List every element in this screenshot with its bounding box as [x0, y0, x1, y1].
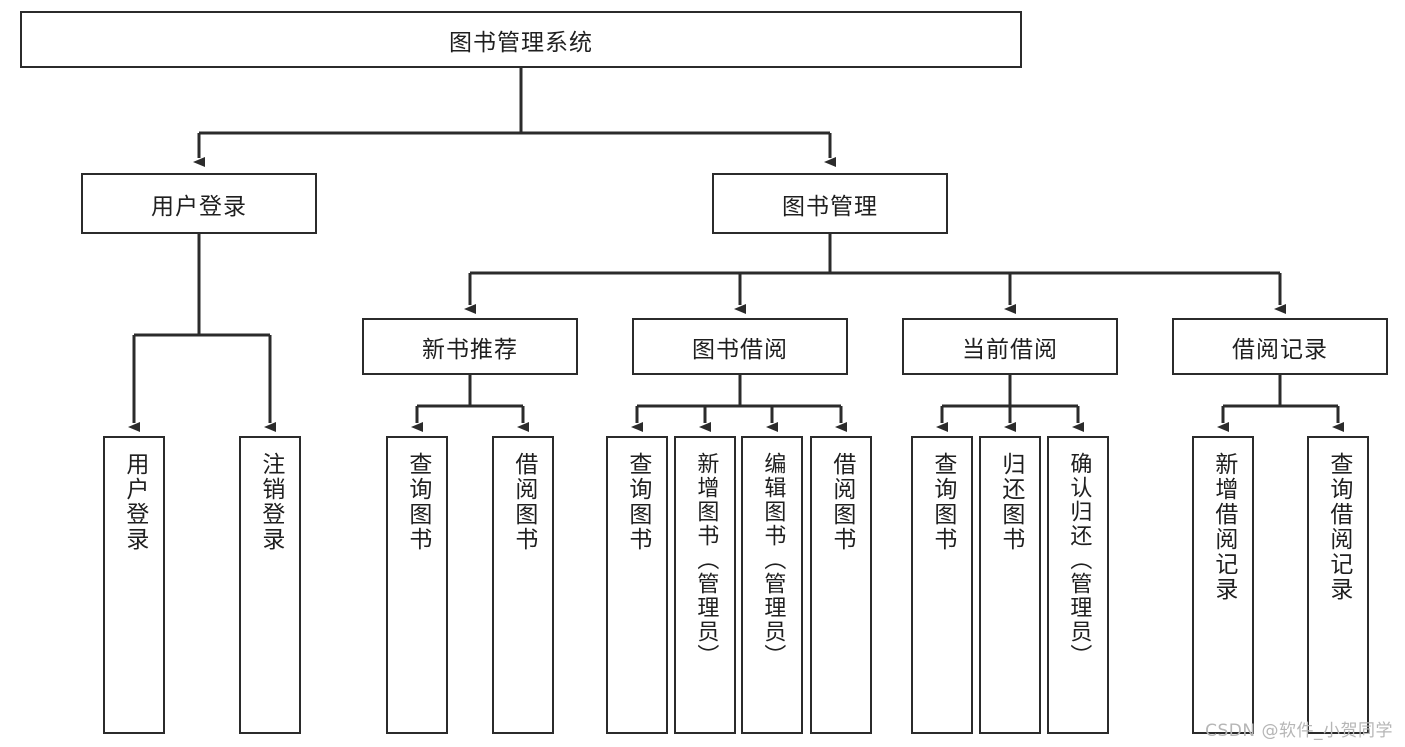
leaf-label: 用户登录 — [121, 452, 148, 552]
leaf-label: 查询图书 — [404, 452, 431, 552]
node-book-management[interactable]: 图书管理 — [712, 173, 948, 234]
leaf-record-add-record[interactable]: 新增借阅记录 — [1192, 436, 1254, 734]
node-new-book-recommend-label: 新书推荐 — [422, 336, 518, 363]
leaf-label: 注销登录 — [257, 452, 284, 552]
leaf-user-login-login[interactable]: 用户登录 — [103, 436, 165, 734]
leaf-label: 归还图书 — [997, 452, 1024, 552]
node-new-book-recommend[interactable]: 新书推荐 — [362, 318, 578, 375]
leaf-label: 借阅图书 — [510, 452, 537, 552]
watermark: CSDN @软件_小贺同学 — [1205, 721, 1393, 741]
leaf-current-confirm-return-admin[interactable]: 确认归还（管理员） — [1047, 436, 1109, 734]
leaf-current-return-book[interactable]: 归还图书 — [979, 436, 1041, 734]
node-borrow-record-label: 借阅记录 — [1232, 336, 1328, 363]
node-root-label: 图书管理系统 — [449, 29, 593, 56]
leaf-borrow-edit-book-admin[interactable]: 编辑图书（管理员） — [741, 436, 803, 734]
leaf-label: 查询图书 — [624, 452, 651, 552]
node-user-login[interactable]: 用户登录 — [81, 173, 317, 234]
leaf-recommend-query-book[interactable]: 查询图书 — [386, 436, 448, 734]
node-root[interactable]: 图书管理系统 — [20, 11, 1022, 68]
node-book-management-label: 图书管理 — [782, 193, 878, 220]
leaf-label: 查询图书 — [929, 452, 956, 552]
leaf-label: 新增图书（管理员） — [693, 452, 719, 668]
leaf-recommend-borrow-book[interactable]: 借阅图书 — [492, 436, 554, 734]
leaf-label: 查询借阅记录 — [1325, 452, 1352, 602]
leaf-borrow-borrow-book[interactable]: 借阅图书 — [810, 436, 872, 734]
leaf-label: 新增借阅记录 — [1210, 452, 1237, 602]
node-user-login-label: 用户登录 — [151, 193, 247, 220]
leaf-record-query-record[interactable]: 查询借阅记录 — [1307, 436, 1369, 734]
node-current-borrow-label: 当前借阅 — [962, 336, 1058, 363]
leaf-current-query-book[interactable]: 查询图书 — [911, 436, 973, 734]
leaf-label: 确认归还（管理员） — [1066, 452, 1092, 668]
node-book-borrow-label: 图书借阅 — [692, 336, 788, 363]
leaf-label: 借阅图书 — [828, 452, 855, 552]
leaf-borrow-add-book-admin[interactable]: 新增图书（管理员） — [674, 436, 736, 734]
leaf-label: 编辑图书（管理员） — [760, 452, 786, 668]
leaf-user-login-logout[interactable]: 注销登录 — [239, 436, 301, 734]
node-current-borrow[interactable]: 当前借阅 — [902, 318, 1118, 375]
node-book-borrow[interactable]: 图书借阅 — [632, 318, 848, 375]
node-borrow-record[interactable]: 借阅记录 — [1172, 318, 1388, 375]
leaf-borrow-query-book[interactable]: 查询图书 — [606, 436, 668, 734]
